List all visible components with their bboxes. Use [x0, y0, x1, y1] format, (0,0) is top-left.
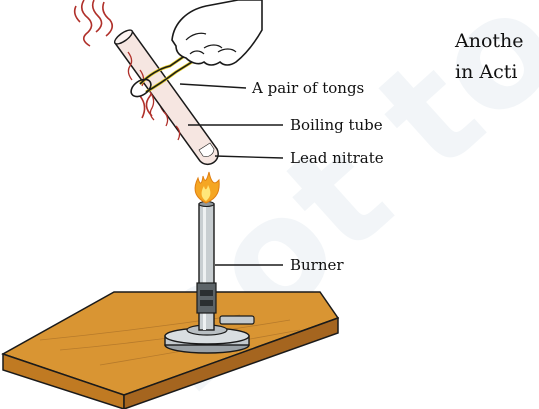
boiling-tube [113, 29, 219, 166]
body-text-line-2: in Acti [455, 61, 517, 83]
table [1, 291, 340, 409]
burner-base [164, 315, 255, 354]
burner-label: Burner [290, 256, 344, 274]
hand [171, 0, 263, 66]
label-pointers [179, 83, 284, 266]
tongs [130, 39, 219, 98]
flame [194, 171, 220, 204]
table-side-edge [123, 316, 339, 409]
boiling-tube-label: Boiling tube [290, 116, 383, 134]
lead-nitrate-pointer-line [214, 155, 284, 159]
table-front-edge [2, 352, 125, 409]
lead-nitrate-sample [198, 142, 215, 157]
body-text-line-1: Anothe [454, 30, 524, 52]
tongs-pointer-line [179, 83, 247, 89]
burner-tube [196, 201, 217, 331]
lead-nitrate-label: Lead nitrate [290, 149, 384, 167]
tongs-label: A pair of tongs [251, 79, 364, 97]
